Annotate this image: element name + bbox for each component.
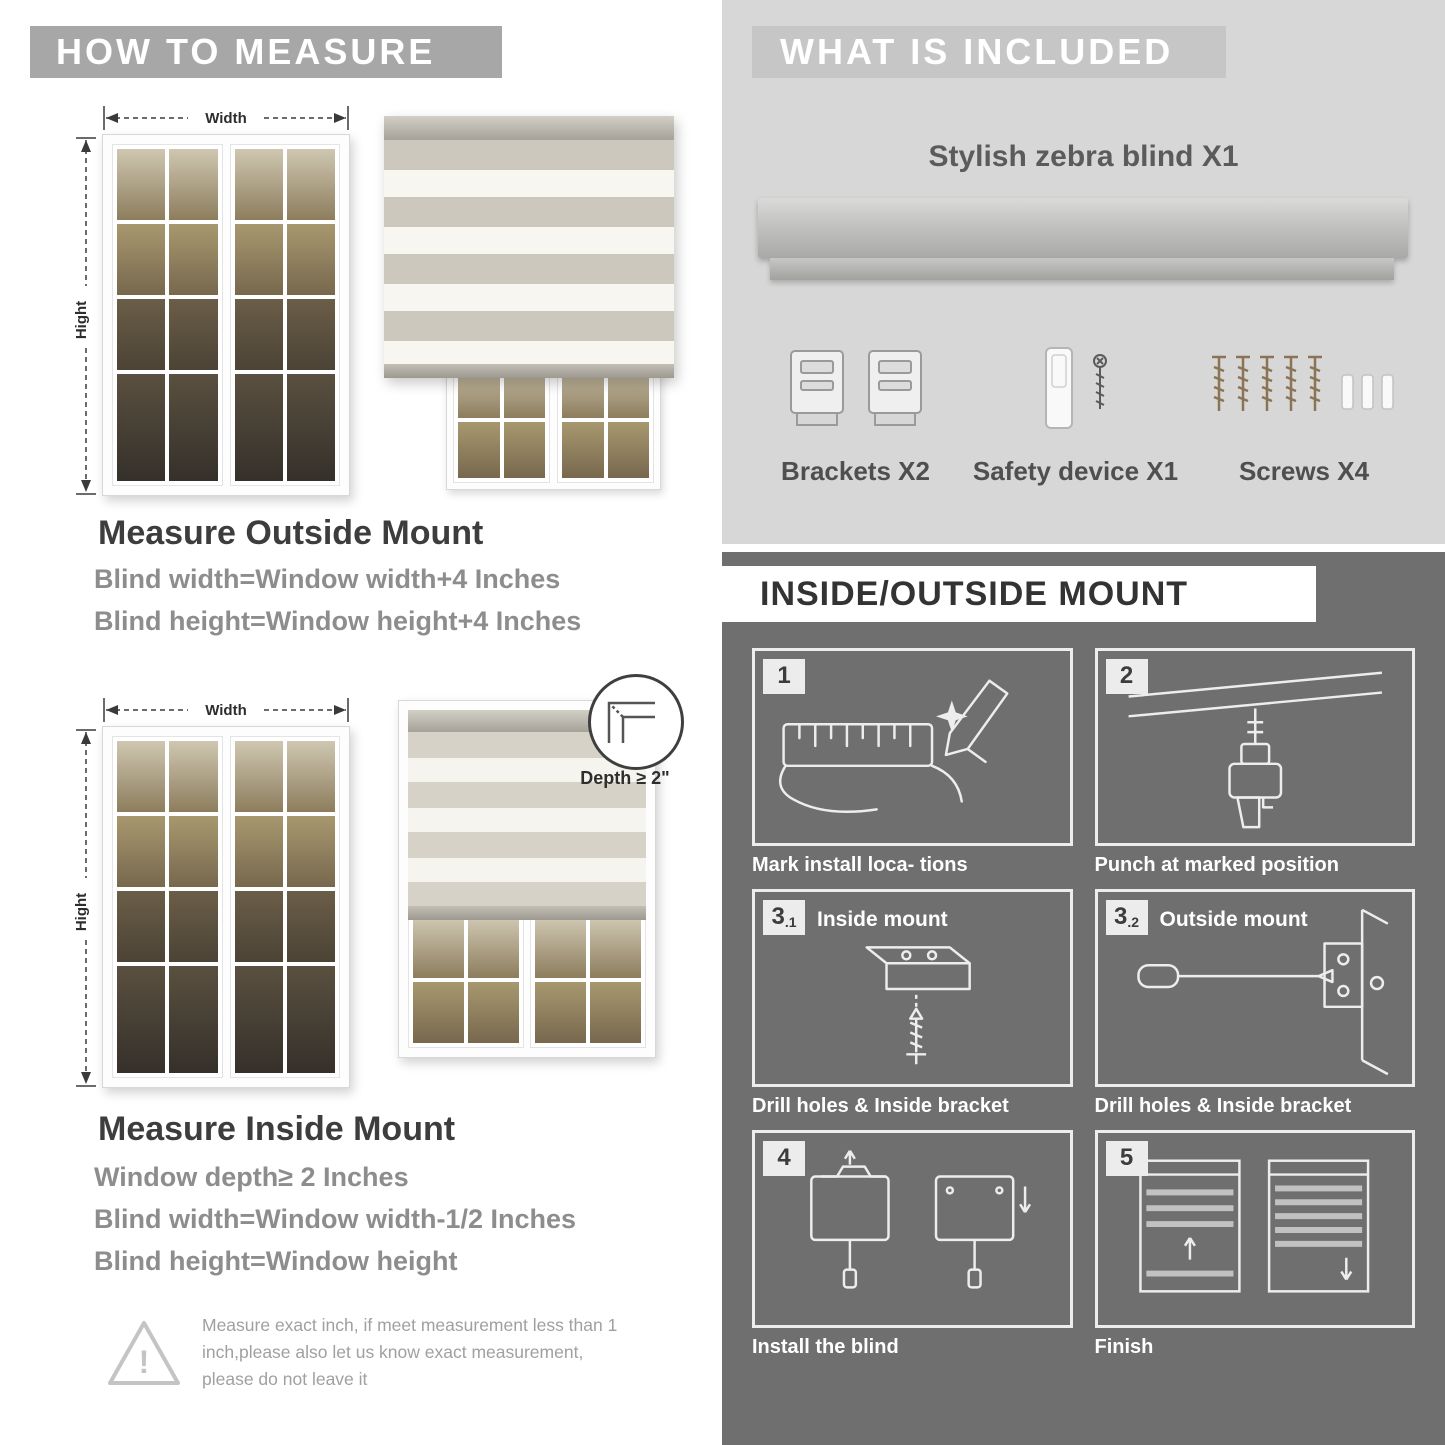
- screws-icon: [1211, 355, 1394, 411]
- step-2-number: 2: [1105, 659, 1148, 694]
- outside-mount-formula-width: Blind width=Window width+4 Inches: [94, 564, 561, 594]
- window-sash: [112, 736, 223, 1078]
- what-is-included-section: WHAT IS INCLUDED Stylish zebra blind X1: [722, 0, 1445, 544]
- zebra-blind-image: [384, 116, 674, 378]
- step-2: 2: [1094, 648, 1415, 877]
- window-sashes: [112, 144, 340, 486]
- product-title: Stylish zebra blind X1: [928, 140, 1239, 173]
- outside-mount-formula-height: Blind height=Window height+4 Inches: [94, 606, 582, 636]
- step-5-caption: Finish: [1094, 1336, 1154, 1358]
- step-4: 4: [752, 1130, 1073, 1359]
- step-3-2-label: Outside mount: [1159, 908, 1308, 931]
- step-3-1-number: 3.1: [763, 900, 805, 935]
- brackets-label: Brackets X2: [781, 456, 930, 486]
- height-label: Hight: [73, 301, 90, 339]
- step-5-number: 5: [1105, 1141, 1148, 1176]
- inside-outside-mount-section: INSIDE/OUTSIDE MOUNT 1: [722, 552, 1445, 1445]
- inside-mount-formula-height: Blind height=Window height: [94, 1246, 458, 1276]
- step-4-number: 4: [763, 1141, 805, 1176]
- blind-bottomrail: [384, 364, 674, 378]
- measurement-note: ! Measure exact inch, if meet measuremen…: [104, 1312, 634, 1393]
- finish-illustration: [1138, 1159, 1369, 1293]
- width-arrow: Width: [103, 106, 349, 130]
- step-5: 5: [1094, 1130, 1415, 1359]
- safety-device-label: Safety device X1: [972, 456, 1179, 486]
- step-3-1-caption: Drill holes & Inside bracket: [752, 1095, 1009, 1117]
- inside-mount-illustration: Width Hight: [62, 674, 684, 1094]
- outside-bracket-illustration: [1136, 908, 1388, 1076]
- step-3-2-caption: Drill holes & Inside bracket: [1094, 1095, 1352, 1117]
- what-is-included-header: WHAT IS INCLUDED: [752, 26, 1226, 78]
- drill-illustration: [1127, 671, 1382, 829]
- blind-headrail-image: [758, 198, 1408, 280]
- window-sash: [229, 144, 340, 486]
- outside-mount-title: Measure Outside Mount: [98, 514, 484, 552]
- window-panes-below-blind: [408, 912, 646, 1048]
- included-item-brackets: Brackets X2: [748, 330, 963, 487]
- outside-mount-illustration: Width Hight: [62, 100, 677, 502]
- how-to-measure-header: HOW TO MEASURE: [30, 26, 502, 78]
- included-items: Brackets X2: [748, 330, 1420, 487]
- width-label: Width: [205, 702, 247, 719]
- height-arrow: Hight: [73, 729, 96, 1087]
- step-5-tile: 5: [1094, 1130, 1415, 1328]
- brackets-icon: [789, 350, 922, 426]
- note-text: Measure exact inch, if meet measurement …: [202, 1315, 618, 1390]
- step-1-caption: Mark install loca- tions: [752, 854, 968, 876]
- inside-mount-depth-rule: Window depth≥ 2 Inches: [94, 1162, 409, 1192]
- step-3-1-tile: 3.1 Inside mount: [752, 889, 1073, 1087]
- width-label: Width: [205, 110, 247, 127]
- window-sash: [112, 144, 223, 486]
- headrail-cassette: [758, 198, 1408, 258]
- step-3-1: 3.1 Inside mount: [752, 889, 1073, 1118]
- step-2-caption: Punch at marked position: [1094, 854, 1339, 876]
- height-arrow: Hight: [73, 137, 96, 495]
- install-blind-illustration: [810, 1150, 1032, 1289]
- step-1-tile: 1: [752, 648, 1073, 846]
- window-frame: [102, 134, 350, 496]
- inside-mount-title: Measure Inside Mount: [98, 1110, 456, 1148]
- window-frame: [102, 726, 350, 1088]
- step-4-caption: Install the blind: [752, 1336, 899, 1358]
- svg-text:!: !: [139, 1344, 150, 1380]
- inside-outside-mount-header: INSIDE/OUTSIDE MOUNT: [722, 566, 1316, 622]
- width-arrow: Width: [103, 698, 349, 722]
- depth-callout-circle: [588, 674, 684, 770]
- screws-label: Screws X4: [1238, 456, 1370, 486]
- step-1: 1 Mark: [752, 648, 1073, 877]
- height-label: Hight: [73, 893, 90, 931]
- step-3-1-label: Inside mount: [817, 908, 948, 931]
- inside-bracket-illustration: [865, 946, 971, 1065]
- window-sash: [229, 736, 340, 1078]
- corner-detail-icon: [607, 701, 655, 743]
- warning-triangle-icon: !: [108, 1320, 180, 1385]
- step-2-tile: 2: [1094, 648, 1415, 846]
- headrail-valance: [770, 258, 1394, 280]
- step-3-2-number: 3.2: [1105, 900, 1148, 935]
- safety-device-icon: [1044, 347, 1107, 429]
- anchors-icon: [1340, 374, 1394, 410]
- step-3-2-tile: 3.2 Outside mount: [1094, 889, 1415, 1087]
- step-4-tile: 4: [752, 1130, 1073, 1328]
- mount-steps-grid: 1 Mark: [752, 648, 1415, 1371]
- included-item-safety-device: Safety device X1: [963, 330, 1188, 487]
- how-to-measure-section: HOW TO MEASURE Width Hight: [0, 0, 722, 1445]
- mark-location-illustration: [778, 679, 1009, 814]
- outside-mount-blind: [384, 100, 676, 500]
- step-1-number: 1: [763, 659, 805, 694]
- blind-headrail: [384, 116, 674, 140]
- included-item-screws: Screws X4: [1188, 330, 1420, 487]
- step-3-2: 3.2 Outside mount: [1094, 889, 1415, 1118]
- depth-label: Depth ≥ 2": [580, 768, 670, 788]
- inside-mount-formula-width: Blind width=Window width-1/2 Inches: [94, 1204, 577, 1234]
- blind-stripes: [384, 140, 674, 364]
- inside-mount-blind: Depth ≥ 2": [384, 674, 684, 1092]
- right-column: WHAT IS INCLUDED Stylish zebra blind X1: [722, 0, 1445, 1445]
